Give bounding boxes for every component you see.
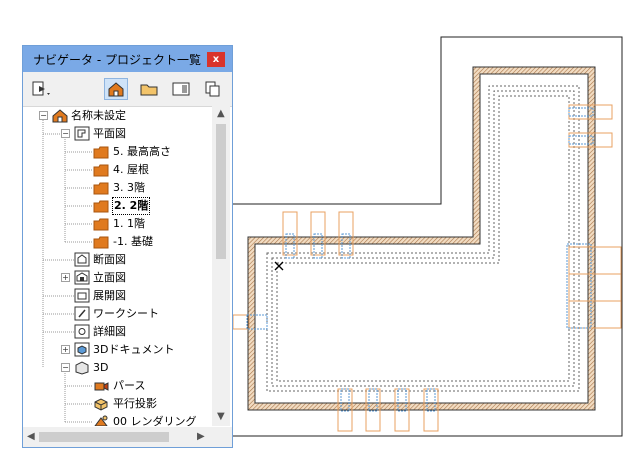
expand-toggle[interactable]: + [61, 345, 70, 354]
navigator-palette[interactable]: ナビゲータ - プロジェクト一覧 x − 名称未設定 − 平面図 [22, 45, 233, 448]
worksheet-icon [74, 306, 90, 321]
tree-item-story-current[interactable]: 2. 2階 [23, 197, 213, 215]
rendering-icon [94, 415, 108, 426]
collapse-toggle[interactable]: − [39, 111, 48, 120]
scroll-up-icon[interactable]: ▲ [217, 108, 225, 119]
section-icon [74, 252, 90, 267]
project-map-icon[interactable] [104, 78, 128, 100]
tree-item-3d-documents[interactable]: + 3Dドキュメント [61, 342, 175, 357]
detail-icon [74, 324, 90, 339]
tree-item-perspective[interactable]: パース [23, 377, 213, 395]
window-left[interactable] [232, 314, 268, 330]
collapse-toggle[interactable]: − [61, 129, 70, 138]
navigator-title-bar[interactable]: ナビゲータ - プロジェクト一覧 x [23, 46, 232, 72]
vertical-scrollbar[interactable]: ▲ ▼ [212, 106, 230, 426]
horizontal-scroll-thumb[interactable] [39, 432, 169, 442]
scroll-down-icon[interactable]: ▼ [217, 411, 225, 422]
tree-item-details[interactable]: 詳細図 [23, 323, 213, 341]
story-folder-icon [93, 182, 109, 195]
interior-elevation-icon [74, 288, 90, 303]
horizontal-scrollbar[interactable]: ◀ ▶ [23, 427, 232, 447]
site-outline [233, 36, 623, 437]
axonometry-icon [94, 398, 108, 411]
slab-outline-inner [271, 90, 575, 387]
3d-folder-icon [75, 361, 89, 375]
tree-item-story[interactable]: 1. 1階 [23, 215, 213, 233]
map-dropdown-icon[interactable] [29, 78, 53, 100]
tree-item-worksheets[interactable]: ワークシート [23, 305, 213, 323]
tree-item-axonometry[interactable]: 平行投影 [23, 395, 213, 413]
tree-item-sections[interactable]: 断面図 [23, 251, 213, 269]
windows-right[interactable] [566, 104, 622, 329]
project-tree[interactable]: − 名称未設定 − 平面図 5. 最高高さ 4. 屋根 3. 3階 2. 2階 [23, 106, 213, 426]
expand-toggle[interactable]: + [61, 273, 70, 282]
story-folder-icon [93, 236, 109, 249]
tree-item-root[interactable]: − 名称未設定 [39, 109, 126, 123]
publisher-sets-icon[interactable] [201, 78, 225, 100]
story-folder-icon [93, 200, 109, 213]
room-outline [276, 95, 570, 382]
layout-book-icon[interactable] [169, 78, 193, 100]
windows-bottom[interactable] [337, 388, 439, 432]
tree-item-elevations[interactable]: + 立面図 [61, 270, 126, 285]
elevation-icon [74, 270, 90, 285]
vertical-scroll-thumb[interactable] [216, 124, 226, 259]
view-map-icon[interactable] [137, 78, 161, 100]
tree-item-rendering[interactable]: 00 レンダリング [23, 413, 213, 426]
navigator-toolbar [23, 72, 232, 107]
tree-item-interior-elevations[interactable]: 展開図 [23, 287, 213, 305]
project-house-icon [52, 109, 68, 123]
windows-top[interactable] [282, 211, 354, 259]
tree-item-story[interactable]: 5. 最高高さ [23, 143, 213, 161]
navigator-title: ナビゲータ - プロジェクト一覧 [33, 53, 201, 67]
tree-item-story[interactable]: -1. 基礎 [23, 233, 213, 251]
tree-item-3d[interactable]: − 3D [61, 361, 109, 375]
tree-lines [42, 120, 93, 423]
scroll-left-icon[interactable]: ◀ [27, 431, 35, 442]
exterior-wall[interactable] [247, 66, 596, 411]
story-folder-icon [93, 218, 109, 231]
slab-outline [266, 85, 580, 392]
tree-item-floor-plans[interactable]: − 平面図 [61, 126, 126, 141]
tree-item-story[interactable]: 4. 屋根 [23, 161, 213, 179]
story-folder-icon [93, 164, 109, 177]
floor-plan-icon [74, 126, 90, 141]
collapse-toggle[interactable]: − [61, 363, 70, 372]
tree-item-story[interactable]: 3. 3階 [23, 179, 213, 197]
3d-document-icon [74, 342, 90, 357]
origin-marker[interactable] [274, 261, 284, 271]
scroll-right-icon[interactable]: ▶ [197, 431, 205, 442]
close-button[interactable]: x [207, 52, 225, 67]
camera-icon [94, 382, 109, 391]
story-folder-icon [93, 146, 109, 159]
